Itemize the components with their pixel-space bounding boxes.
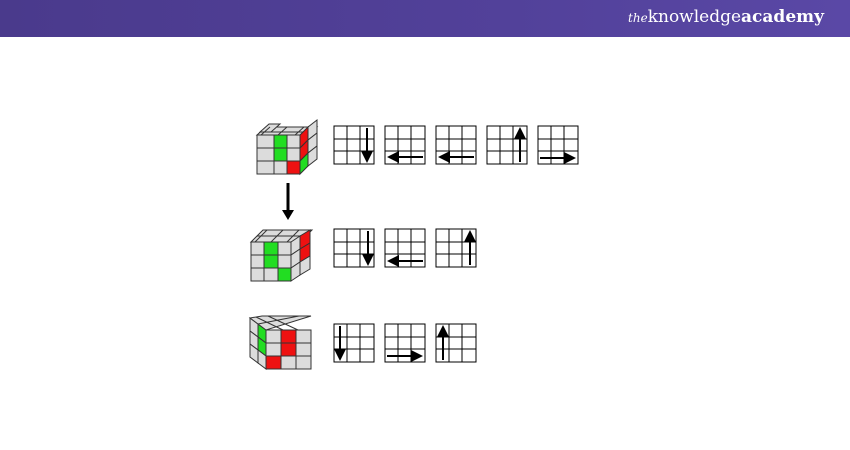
move-grid-row2-1 [333,228,375,268]
move-grid-row1-3 [435,125,477,165]
move-grid-row1-2 [384,125,426,165]
down-arrow-icon [282,183,294,220]
move-grid-row3-1 [333,323,375,363]
move-grid-row1-5 [537,125,579,165]
move-grid-row2-3 [435,228,477,268]
move-grid-row2-2 [384,228,426,268]
header-bar: theknowledgeacademy [0,0,850,37]
move-grid-row3-2 [384,323,426,363]
cube-state-1 [255,118,319,176]
move-grid-row3-3 [435,323,477,363]
move-grid-row1-1 [333,125,375,165]
cube-state-2 [249,229,314,282]
move-grid-row1-4 [486,125,528,165]
cube-state-3 [248,315,312,370]
brand-logo: theknowledgeacademy [628,7,824,27]
